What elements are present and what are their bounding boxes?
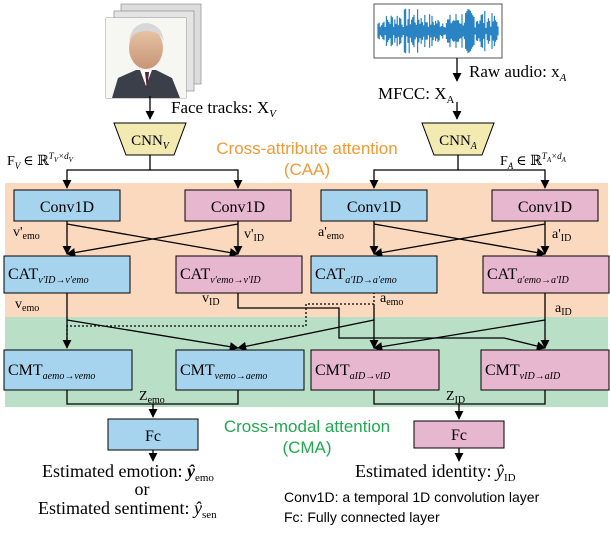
svg-text:CMTvID→aID: CMTvID→aID — [485, 362, 561, 382]
cat-audio-emo: CATa'ID→a'emo — [310, 255, 438, 294]
visual-feature-dim: FV∈ ℝTV×dV — [7, 151, 74, 171]
cmt-emo-v-to-a: CMTvemo→aemo — [175, 349, 305, 391]
cma-title: Cross-modal attention — [224, 417, 390, 436]
label-a-id: aID — [555, 301, 572, 318]
svg-text:Fc: Fc — [145, 428, 161, 445]
conv1d-visual-id: Conv1D — [184, 189, 292, 222]
output-sentiment: Estimated sentiment: ŷsen — [38, 498, 217, 521]
svg-text:CNNV: CNNV — [131, 133, 171, 152]
label-v-id-prime: v'ID — [244, 227, 264, 244]
conv1d-audio-id: Conv1D — [491, 189, 599, 222]
conv1d-visual-emo: Conv1D — [13, 189, 121, 222]
connectors — [62, 58, 550, 462]
label-a-id-prime: a'ID — [552, 227, 571, 244]
output-identity: Estimated identity: ŷID — [355, 461, 516, 484]
svg-text:CATv'ID→v'emo: CATv'ID→v'emo — [8, 266, 89, 286]
conv1d-audio-emo: Conv1D — [320, 189, 428, 222]
cat-visual-emo: CATv'ID→v'emo — [3, 255, 131, 294]
cnn-audio-block: CNNA — [421, 122, 495, 156]
caa-subtitle: (CAA) — [284, 160, 330, 179]
label-z-id: ZID — [446, 389, 465, 406]
audio-waveform — [373, 3, 503, 59]
fc-emotion: Fc — [107, 418, 199, 451]
label-v-emo: vemo — [15, 297, 39, 314]
svg-text:CMTaID→vID: CMTaID→vID — [315, 362, 391, 382]
cmt-id-a-to-v: CMTaID→vID — [310, 349, 440, 391]
cat-visual-id: CATv'emo→v'ID — [175, 255, 303, 294]
svg-text:CATa'ID→a'emo: CATa'ID→a'emo — [315, 266, 397, 286]
label-v-id: vID — [202, 291, 220, 308]
cat-audio-id: CATa'emo→a'ID — [482, 255, 610, 294]
svg-text:Fc: Fc — [451, 427, 467, 444]
legend-conv1d: Conv1D: a temporal 1D convolution layer — [284, 489, 540, 505]
raw-audio-label: Raw audio: xA — [469, 62, 567, 84]
cmt-id-v-to-a: CMTvID→aID — [480, 349, 610, 391]
svg-text:CATv'emo→v'ID: CATv'emo→v'ID — [180, 266, 261, 286]
audio-feature-dim: FA∈ ℝTA×dA — [500, 151, 567, 171]
output-or: or — [135, 479, 150, 499]
face-tracks-image — [105, 3, 202, 99]
svg-text:CMTvemo→aemo: CMTvemo→aemo — [180, 362, 267, 382]
caa-title: Cross-attribute attention — [216, 139, 397, 158]
cma-subtitle: (CMA) — [282, 438, 331, 457]
label-v-emo-prime: v'emo — [13, 225, 40, 242]
svg-text:Conv1D: Conv1D — [211, 199, 265, 216]
cmt-emo-a-to-v: CMTaemo→vemo — [3, 349, 133, 391]
label-z-emo: Zemo — [139, 389, 165, 406]
svg-text:Conv1D: Conv1D — [518, 199, 572, 216]
svg-text:Conv1D: Conv1D — [40, 199, 94, 216]
cnn-visual-block: CNNV — [113, 122, 187, 156]
label-a-emo: aemo — [380, 291, 403, 308]
output-emotion: Estimated emotion: ŷemo — [42, 461, 214, 484]
svg-text:Conv1D: Conv1D — [347, 199, 401, 216]
legend-fc: Fc: Fully connected layer — [284, 509, 440, 525]
svg-text:CMTaemo→vemo: CMTaemo→vemo — [8, 362, 95, 382]
fc-identity: Fc — [413, 420, 505, 449]
svg-text:CATa'emo→a'ID: CATa'emo→a'ID — [487, 266, 570, 286]
label-a-emo-prime: a'emo — [318, 225, 344, 242]
face-tracks-label: Face tracks: XV — [171, 98, 277, 120]
svg-text:CNNA: CNNA — [439, 133, 478, 152]
mfcc-label: MFCC: XA — [378, 84, 455, 106]
